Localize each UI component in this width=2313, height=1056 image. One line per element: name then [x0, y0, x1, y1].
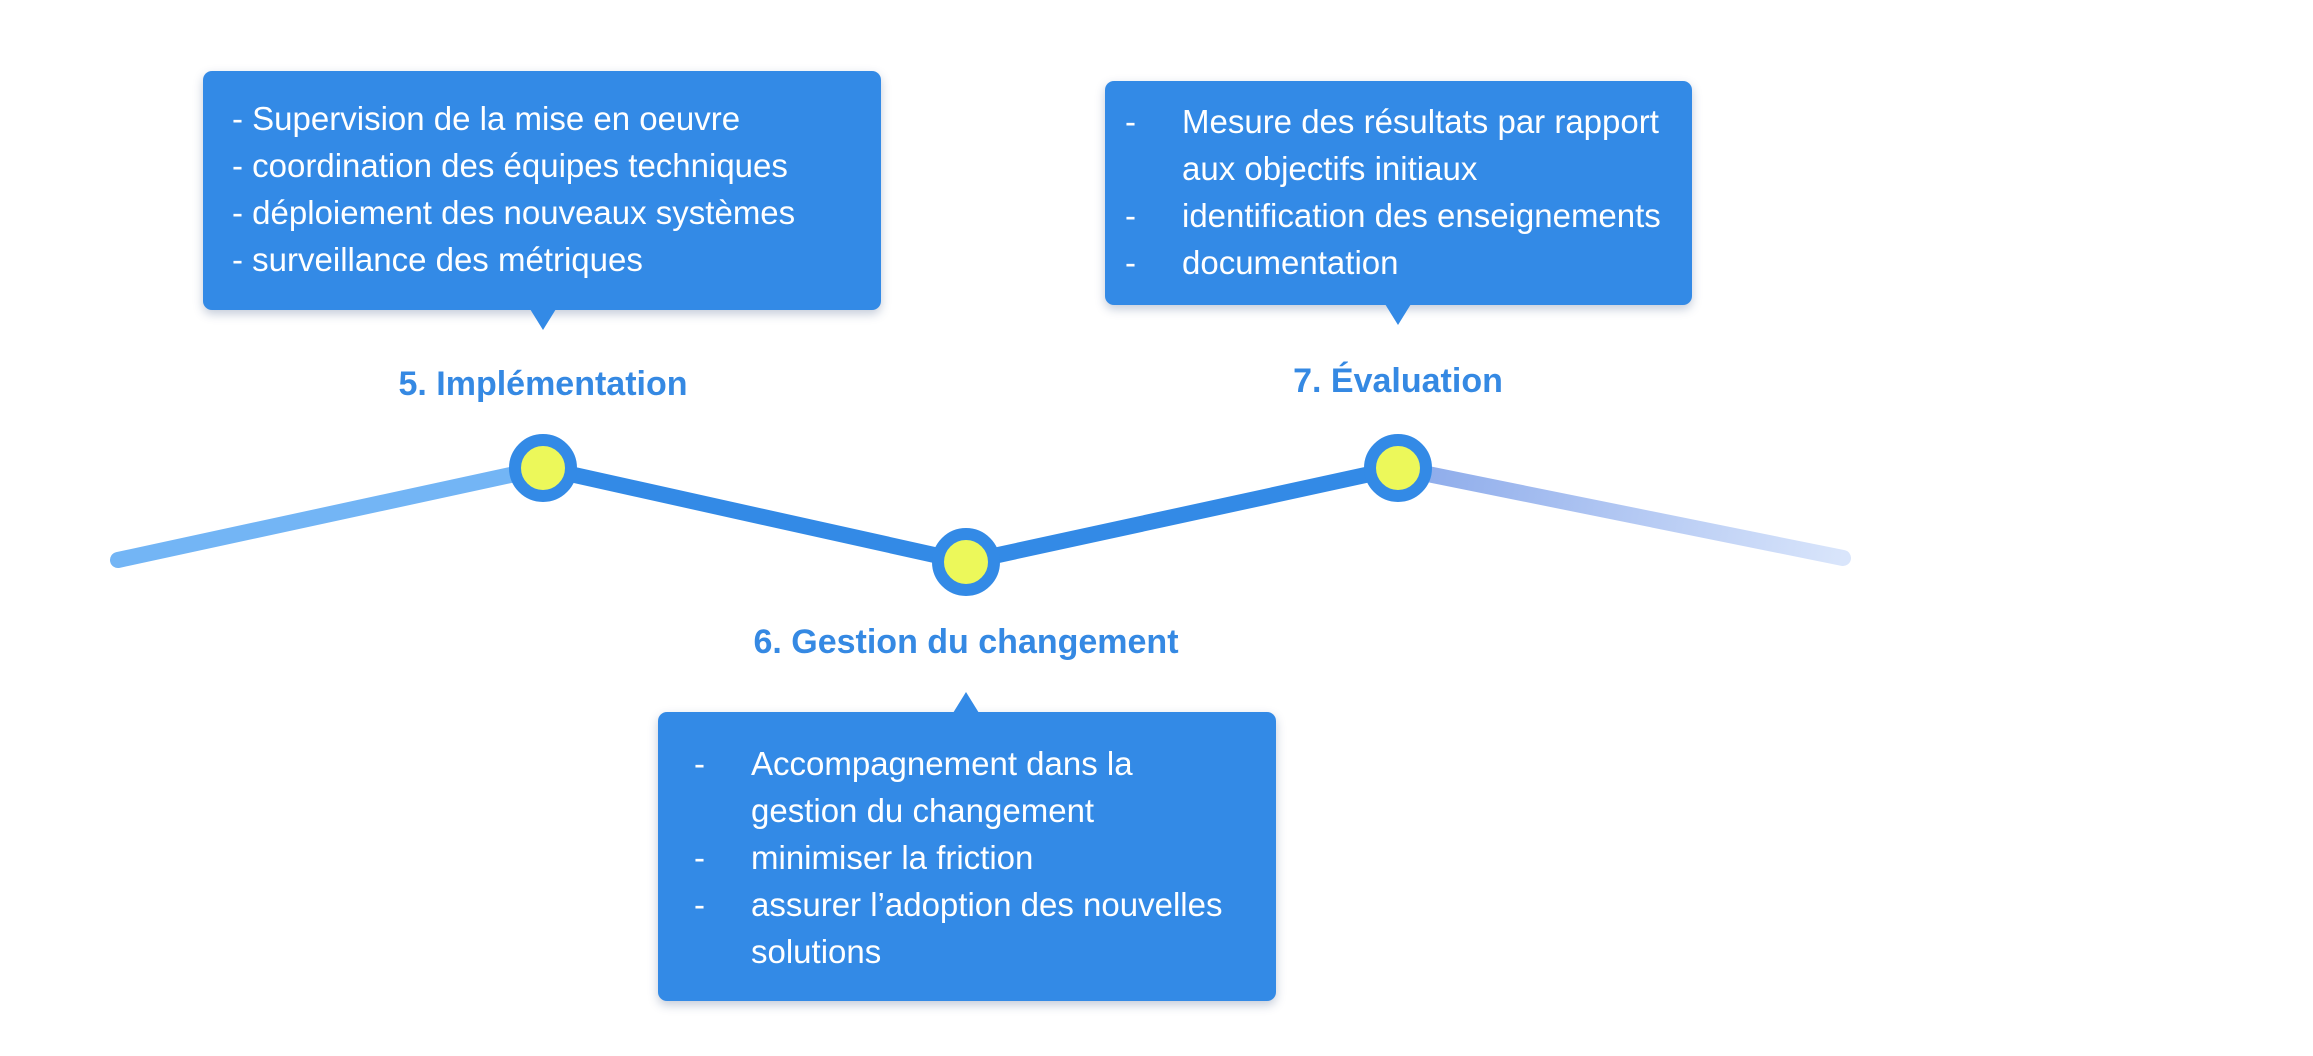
list-item: - Supervision de la mise en oeuvre [232, 100, 741, 137]
timeline-lead-in-segment [110, 460, 551, 568]
list-item: -identification des enseignements [1125, 192, 1668, 239]
callout-pointer [530, 309, 556, 330]
bullet-dash: - [694, 886, 705, 923]
implementation-task-list: - Supervision de la mise en oeuvre - coo… [232, 95, 881, 283]
bullet-dash: - [232, 100, 243, 137]
bullet-dash: - [232, 147, 243, 184]
bullet-dash: - [694, 839, 705, 876]
stage-node-7 [1364, 434, 1432, 502]
stage-title-evaluation: 7. Évaluation [1293, 362, 1503, 400]
bullet-dash: - [1125, 103, 1136, 140]
list-item: - coordination des équipes techniques [232, 147, 788, 184]
bullet-dash: - [694, 745, 705, 782]
bullet-dash: - [232, 241, 243, 278]
bullet-dash: - [232, 194, 243, 231]
bullet-dash: - [1125, 244, 1136, 281]
list-item: -minimiser la friction [694, 834, 1246, 881]
stage-node-6 [932, 528, 1000, 596]
list-item: - déploiement des nouveaux systèmes [232, 194, 796, 231]
stage-title-change-management: 6. Gestion du changement [753, 623, 1179, 661]
callout-change-management: -Accompagnement dans la gestion du chang… [658, 692, 1276, 1001]
callout-pointer [953, 692, 979, 713]
list-item: -assurer l’adoption des nouvelles soluti… [694, 881, 1246, 975]
callout-implementation: - Supervision de la mise en oeuvre - coo… [203, 71, 881, 330]
list-item: -Accompagnement dans la gestion du chang… [694, 740, 1246, 834]
timeline-segment-5-6 [535, 460, 974, 570]
bullet-dash: - [1125, 197, 1136, 234]
evaluation-task-list: -Mesure des résultats par rapport aux ob… [1125, 98, 1668, 286]
callout-pointer [1385, 304, 1411, 325]
list-item: -documentation [1125, 239, 1668, 286]
timeline-fade-out-segment [1390, 460, 1851, 566]
stage-node-5 [509, 434, 577, 502]
list-item: -Mesure des résultats par rapport aux ob… [1125, 98, 1668, 192]
stage-title-implementation: 5. Implémentation [398, 365, 688, 403]
callout-evaluation: -Mesure des résultats par rapport aux ob… [1105, 81, 1692, 325]
change-management-task-list: -Accompagnement dans la gestion du chang… [694, 740, 1246, 975]
timeline-segment-6-7 [958, 460, 1406, 570]
list-item: - surveillance des métriques [232, 241, 643, 278]
